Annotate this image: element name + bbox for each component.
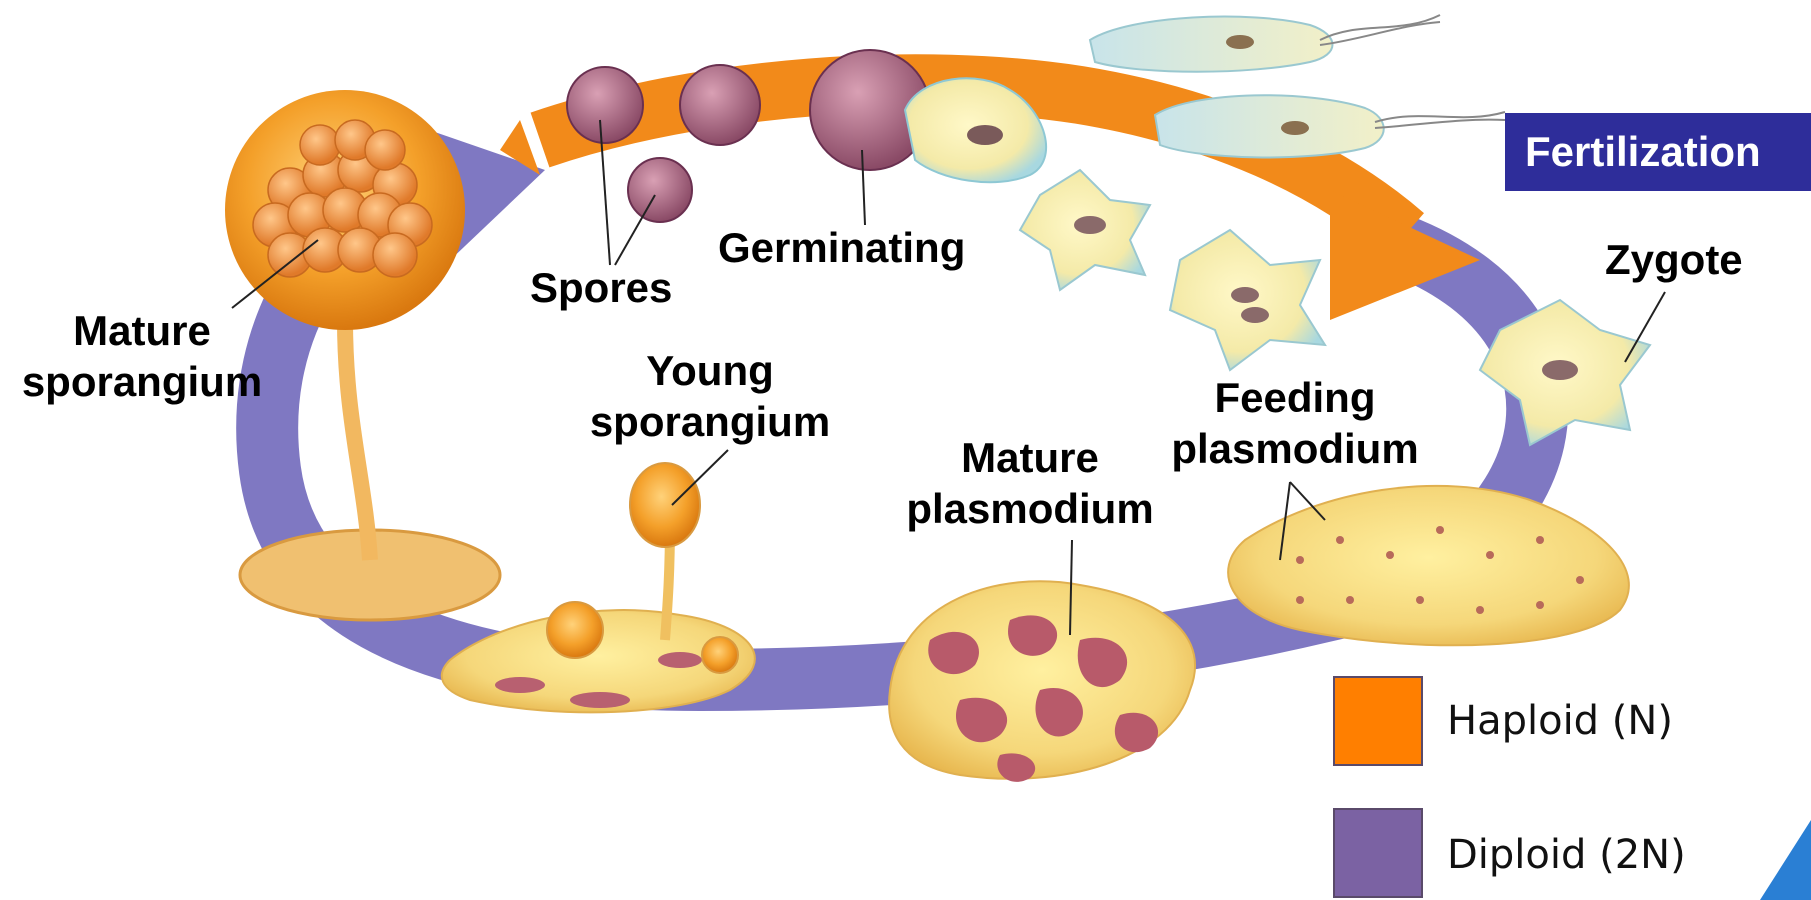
legend-label-diploid: Diploid (2N) xyxy=(1447,832,1686,878)
label-mature-plasmodium: Mature plasmodium xyxy=(885,432,1175,534)
label-feeding-plasmodium: Feeding plasmodium xyxy=(1150,372,1440,474)
amoeboid-cells xyxy=(1020,170,1325,370)
label-germinating: Germinating xyxy=(718,222,965,273)
mature-plasmodium xyxy=(889,540,1195,782)
legend-swatch-diploid xyxy=(1333,808,1423,898)
label-mature-sporangium: Mature sporangium xyxy=(12,305,272,407)
label-zygote: Zygote xyxy=(1605,234,1743,285)
corner-accent xyxy=(1760,820,1811,900)
legend-label-haploid: Haploid (N) xyxy=(1447,698,1673,744)
label-fertilization: Fertilization xyxy=(1505,113,1811,191)
feeding-plasmodium xyxy=(1228,482,1629,645)
label-spores: Spores xyxy=(530,262,672,313)
legend-swatch-haploid xyxy=(1333,676,1423,766)
label-young-sporangium: Young sporangium xyxy=(570,345,850,447)
